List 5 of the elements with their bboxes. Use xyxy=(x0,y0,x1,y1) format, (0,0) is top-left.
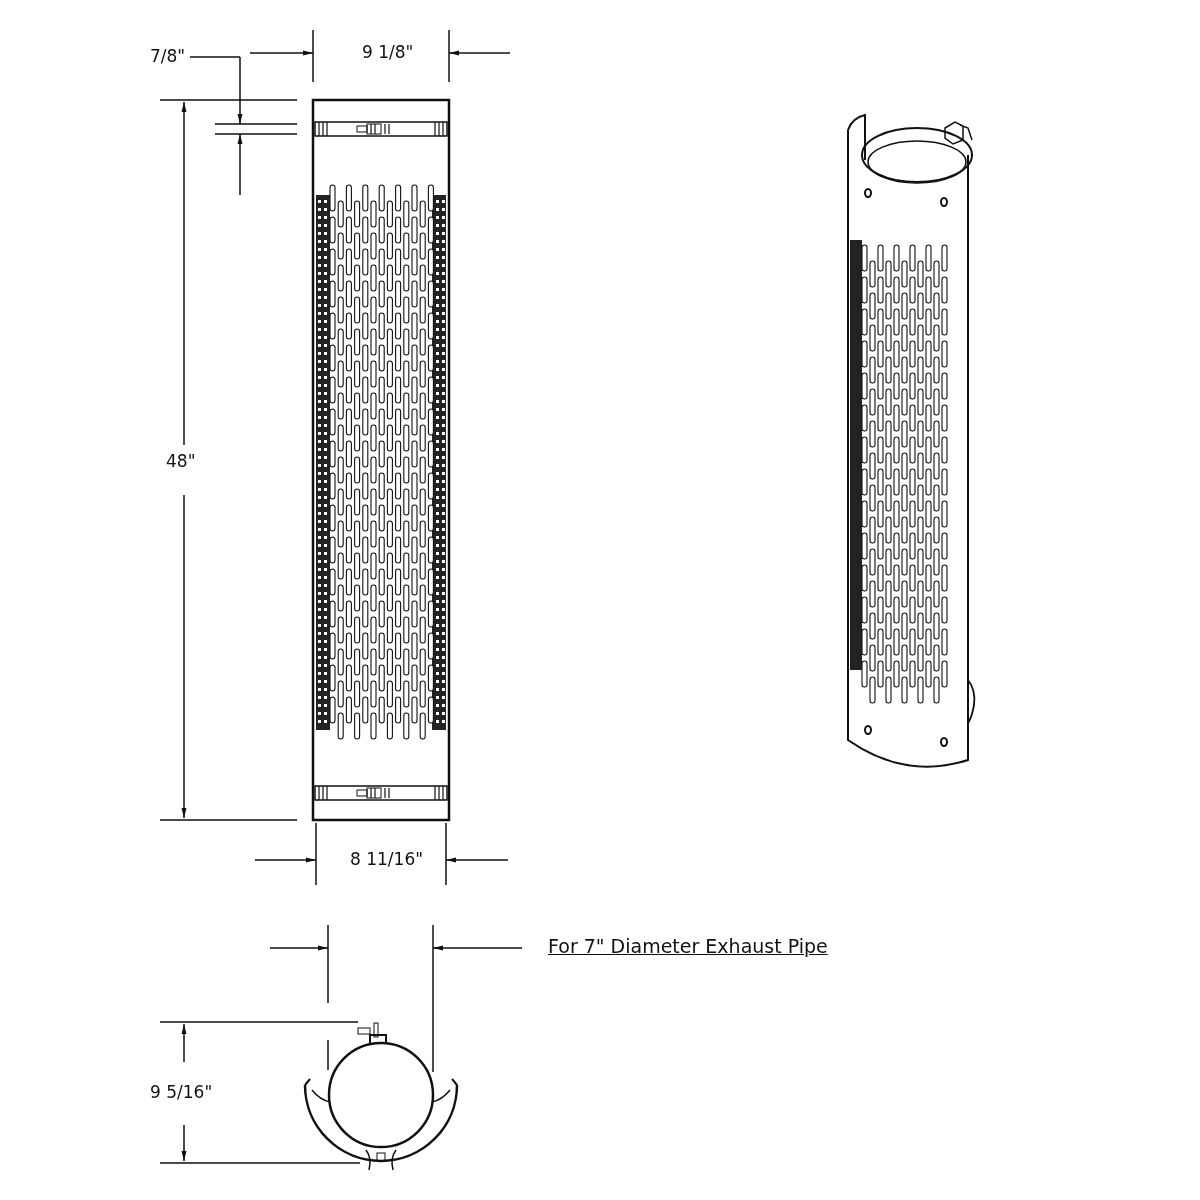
dimension-label: 8 11/16" xyxy=(350,849,424,870)
note-text: For 7" Diameter Exhaust Pipe xyxy=(548,935,828,958)
dimension-label: 9 5/16" xyxy=(150,1082,213,1103)
dimension-label: 7/8" xyxy=(150,46,186,67)
dimension-label: 9 1/8" xyxy=(362,42,414,63)
